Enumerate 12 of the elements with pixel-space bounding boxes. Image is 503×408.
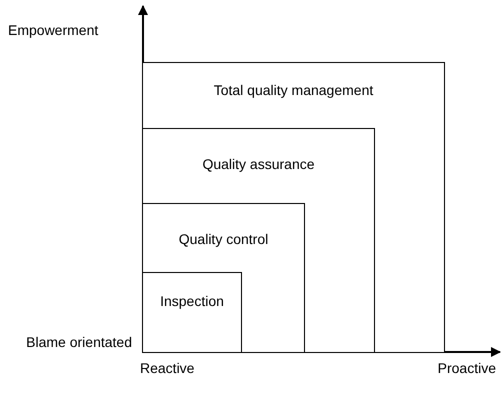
axis-label: Proactive bbox=[436, 360, 496, 377]
quadrant-box bbox=[142, 272, 242, 353]
axis-label: Empowerment bbox=[8, 22, 98, 39]
quadrant-box bbox=[142, 203, 305, 353]
axis-label: Blame orientated bbox=[25, 334, 132, 351]
box-label: Inspection bbox=[159, 293, 225, 309]
axis-label: Reactive bbox=[140, 360, 194, 377]
quadrant-box bbox=[142, 62, 445, 353]
box-label: Quality assurance bbox=[201, 156, 316, 172]
box-label: Quality control bbox=[178, 231, 270, 247]
quadrant-box bbox=[142, 128, 375, 353]
box-label: Total quality management bbox=[212, 82, 374, 98]
